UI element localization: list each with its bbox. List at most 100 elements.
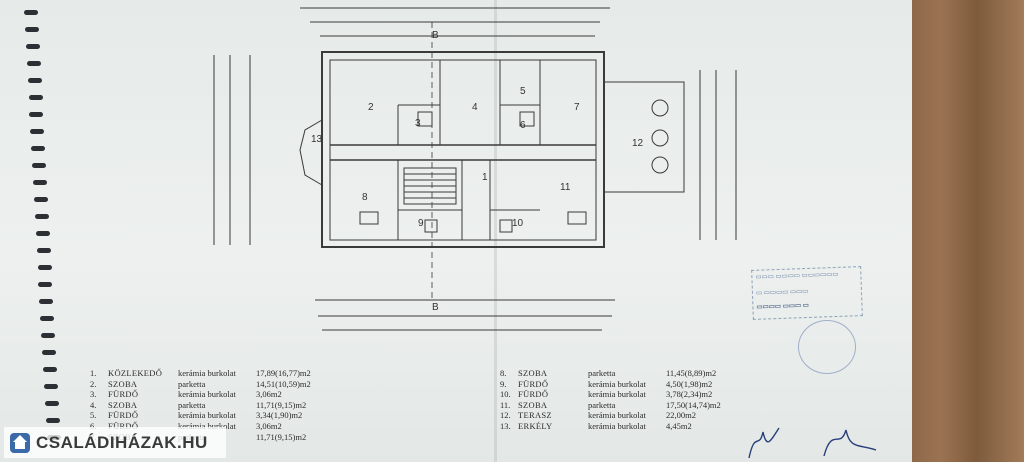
legend-area: 3,06m2 <box>256 389 282 400</box>
legend-no: 5. <box>90 410 97 421</box>
legend-no: 12. <box>500 410 511 421</box>
legend-row: 1. KÖZLEKEDŐ kerámia burkolat 17,89(16,77)m… <box>90 368 311 379</box>
legend-name: KÖZLEKEDŐ <box>108 368 163 378</box>
binding-ring <box>26 44 40 49</box>
legend-no: 1. <box>90 368 97 378</box>
legend-material: parketta <box>588 399 616 410</box>
legend-material: parketta <box>178 378 206 389</box>
binding-ring <box>39 299 53 304</box>
floor-plan-drawing <box>213 7 737 331</box>
stamp-date: ▭ ▭▭▭▭ ▭▭▭ <box>755 287 809 297</box>
legend-name: SZOBA <box>518 368 548 378</box>
blueprint-sheet <box>0 0 912 462</box>
binding-ring <box>41 333 55 338</box>
wooden-table-background <box>905 0 1024 462</box>
binding-ring <box>43 367 57 372</box>
room-number: 2 <box>368 102 374 113</box>
legend-no: 10. <box>500 389 511 400</box>
legend-row: 3. FÜRDŐ kerámia burkolat 3,06m2 <box>90 389 311 400</box>
binding-ring <box>36 231 50 236</box>
legend-area: 4,45m2 <box>666 420 692 431</box>
signature-right <box>823 429 877 457</box>
binding-ring <box>29 112 43 117</box>
legend-no: 4. <box>90 399 97 410</box>
legend-material: kerámia burkolat <box>588 378 646 389</box>
legend-material: kerámia burkolat <box>178 389 236 400</box>
binding-ring <box>30 129 44 134</box>
legend-area: 14,51(10,59)m2 <box>256 378 311 389</box>
legend-area: 11,71(9,15)m2 <box>256 399 307 410</box>
binding-ring <box>27 61 41 66</box>
binding-ring <box>34 197 48 202</box>
room-number: B <box>432 30 439 41</box>
legend-material: kerámia burkolat <box>588 420 646 431</box>
binding-ring <box>42 350 56 355</box>
legend-no: 11. <box>500 399 511 410</box>
legend-area: 3,06m2 <box>256 420 282 431</box>
binding-ring <box>25 27 39 32</box>
room-number: 1 <box>482 172 488 183</box>
legend-no: 8. <box>500 368 507 378</box>
room-number: 10 <box>512 218 524 229</box>
binding-ring <box>44 384 58 389</box>
binding-ring <box>46 418 60 423</box>
binding-ring <box>38 282 52 287</box>
legend-name: SZOBA <box>518 399 548 410</box>
room-number: 11 <box>560 182 571 193</box>
room-number: 6 <box>520 120 526 131</box>
legend-material: kerámia burkolat <box>178 368 236 378</box>
binding-ring <box>37 248 51 253</box>
legend-area: 11,45(8,89)m2 <box>666 368 717 378</box>
legend-material: kerámia burkolat <box>178 410 236 421</box>
legend-name: FÜRDŐ <box>108 410 139 421</box>
legend-name: SZOBA <box>108 399 138 410</box>
room-number: 8 <box>362 192 368 203</box>
legend-row: 12. TERASZ kerámia burkolat 22,00m2 <box>500 410 721 421</box>
room-number: 7 <box>574 102 580 113</box>
legend-row: 5. FÜRDŐ kerámia burkolat 3,34(1,90)m2 <box>90 410 311 421</box>
room-number: 12 <box>632 138 644 149</box>
legend-material: kerámia burkolat <box>588 410 646 421</box>
legend-area: 3,34(1,90)m2 <box>256 410 303 421</box>
signature-left <box>748 427 780 459</box>
legend-name: FÜRDŐ <box>108 420 139 431</box>
legend-no: 6. <box>90 420 97 431</box>
legend-no: 13. <box>500 420 511 431</box>
binding-ring <box>40 316 54 321</box>
room-number: 4 <box>472 102 478 113</box>
legend-name: ERKÉLY <box>518 420 553 431</box>
legend-name: TERASZ <box>518 410 552 421</box>
legend-area: 4,50(1,98)m2 <box>666 378 713 389</box>
approval-stamp: ▭▭▭ ▭▭▭▭ ▭▭▭▭▭▭ ▭ ▭▭▭▭ ▭▭▭ ▭▭▭▭ ▭▭▭ ▭ <box>751 266 863 320</box>
legend-row: 11. SZOBA parketta 17,50(14,74)m2 <box>500 400 721 411</box>
binding-ring <box>28 78 42 83</box>
legend-no: 2. <box>90 378 97 389</box>
logo-text: CSALÁDIHÁZAK.HU <box>36 432 208 452</box>
room-number: 13 <box>311 134 323 145</box>
binding-ring <box>35 214 49 219</box>
legend-area: 17,89(16,77)m2 <box>256 368 311 378</box>
room-number: 3 <box>415 118 421 129</box>
legend-row: 2. SZOBA parketta 14,51(10,59)m2 <box>90 379 311 390</box>
legend-area: 22,00m2 <box>666 410 696 421</box>
page-crease <box>494 0 497 462</box>
legend-no: 3. <box>90 389 97 400</box>
site-logo-watermark: CSALÁDIHÁZAK.HU <box>4 427 226 458</box>
legend-name: FÜRDŐ <box>108 389 139 400</box>
legend-area: 17,50(14,74)m2 <box>666 399 721 410</box>
room-number: B <box>432 302 439 313</box>
legend-row: 4. SZOBA parketta 11,71(9,15)m2 <box>90 400 311 411</box>
stamp-text: ▭▭▭ ▭▭▭▭ ▭▭▭▭▭▭ <box>755 270 839 281</box>
binding-ring <box>31 146 45 151</box>
legend-material: parketta <box>178 399 206 410</box>
binding-ring <box>45 401 59 406</box>
legend-name: SZOBA <box>108 378 138 389</box>
binding-ring <box>38 265 52 270</box>
legend-name: FÜRDŐ <box>518 389 549 400</box>
binding-ring <box>24 10 38 15</box>
legend-area: 3,78(2,34)m2 <box>666 389 713 400</box>
house-icon <box>10 432 30 453</box>
